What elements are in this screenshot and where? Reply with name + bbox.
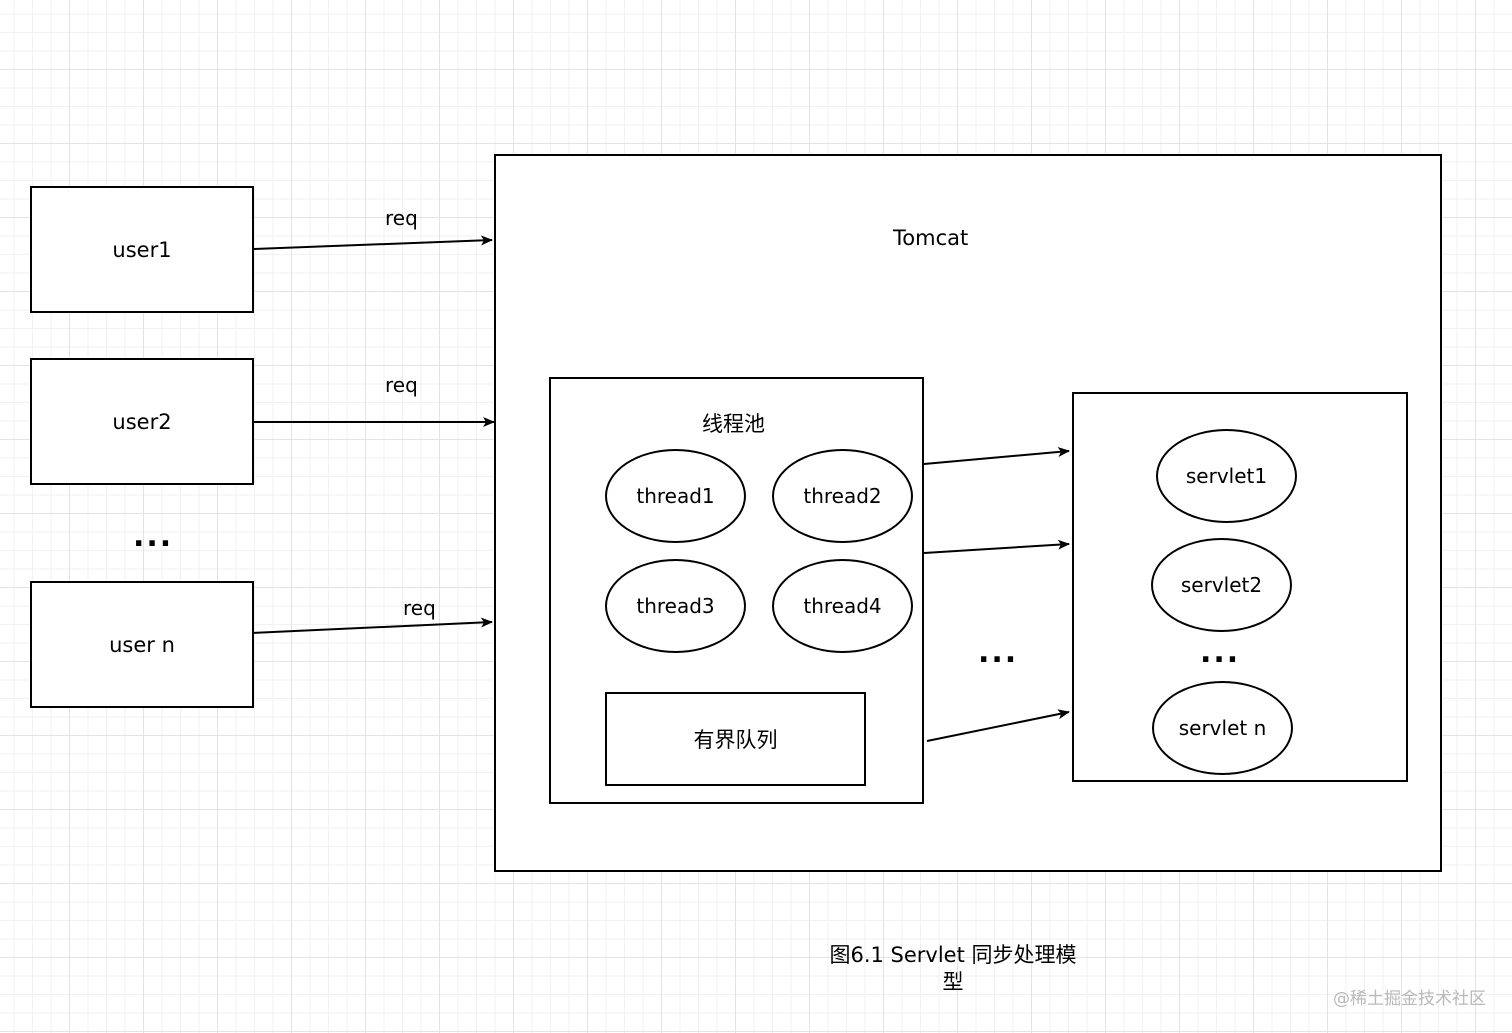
- request-arrow-n: [251, 617, 493, 634]
- thread-label-3: thread3: [636, 594, 715, 618]
- request-label-n: req: [403, 596, 436, 620]
- user-box-n: user n: [30, 581, 254, 708]
- user-box-2: user2: [30, 358, 254, 485]
- thread-ellipse-4: thread4: [772, 559, 913, 653]
- servlet-label-n: servlet n: [1178, 716, 1267, 740]
- user-label-n: user n: [109, 632, 175, 657]
- thread-ellipse-3: thread3: [605, 559, 746, 653]
- bounded-queue-label: 有界队列: [693, 728, 778, 752]
- request-label-1: req: [385, 206, 418, 230]
- request-label-2: req: [385, 373, 418, 397]
- thread-ellipse-2: thread2: [772, 449, 913, 543]
- thread-label-2: thread2: [803, 484, 882, 508]
- tomcat-title: Tomcat: [893, 226, 969, 250]
- thread-label-1: thread1: [636, 484, 715, 508]
- servlet-ellipse-n: servlet n: [1152, 681, 1293, 775]
- servlet-ellipse-2: servlet2: [1151, 538, 1292, 632]
- user-label-2: user2: [112, 409, 172, 434]
- user-label-1: user1: [112, 237, 172, 262]
- users-ellipsis: ...: [133, 519, 174, 554]
- servlet-label-2: servlet2: [1180, 573, 1263, 597]
- watermark: @稀土掘金技术社区: [1333, 989, 1486, 1009]
- pool-to-servlet-arrow-1: [923, 447, 1070, 465]
- thread-pool-title: 线程池: [702, 412, 765, 436]
- pool-to-servlet-arrow-2: [923, 539, 1070, 554]
- servlet-ellipse-1: servlet1: [1156, 429, 1297, 523]
- servlet-label-1: servlet1: [1185, 464, 1268, 488]
- thread-ellipse-1: thread1: [605, 449, 746, 543]
- servlets-ellipsis: ...: [1200, 635, 1241, 670]
- request-arrow-1: [253, 235, 493, 250]
- thread-label-4: thread4: [803, 594, 882, 618]
- user-box-1: user1: [30, 186, 254, 313]
- middle-ellipsis: ...: [978, 635, 1019, 670]
- pool-to-servlet-arrow-n: [926, 709, 1070, 742]
- figure-caption: 图6.1 Servlet 同步处理模型: [829, 943, 1077, 994]
- bounded-queue-box: 有界队列: [605, 692, 866, 786]
